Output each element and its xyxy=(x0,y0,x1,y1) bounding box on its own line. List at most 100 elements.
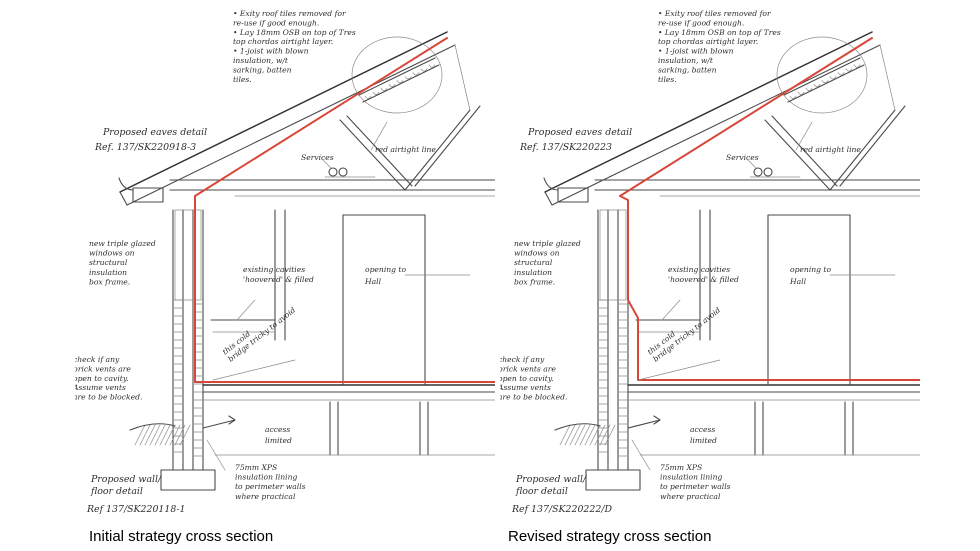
roof-detail-inset xyxy=(351,36,443,114)
wall-detail-title: Proposed wall/floor detail xyxy=(90,474,162,497)
xps-leader xyxy=(206,439,226,471)
vents-note-line: check if any xyxy=(75,355,120,364)
opening-note-line: opening to xyxy=(365,265,406,274)
window-box-frame xyxy=(599,209,627,301)
inset-insulation-loop xyxy=(837,72,845,76)
ground-hatch xyxy=(174,424,186,446)
ground-hatch xyxy=(589,424,601,446)
wall-detail-ref: Ref 137/SK220222/D xyxy=(511,504,612,515)
services-label: Services xyxy=(726,153,759,162)
window-note-line: structural xyxy=(514,258,553,267)
vents-note-line: brick vents are xyxy=(500,364,556,373)
roof-notes-line: tiles. xyxy=(658,75,677,84)
panel-caption: Initial strategy cross section xyxy=(89,528,274,545)
window-box-frame xyxy=(174,209,202,301)
panel-caption: Revised strategy cross section xyxy=(508,528,712,545)
truss-web xyxy=(346,115,413,187)
roof-detail-inset xyxy=(776,36,868,114)
opening-note: opening to Hall xyxy=(364,265,406,286)
roof-notes-line: • Lay 18mm OSB on top of Tres xyxy=(233,28,356,37)
xps-note-line: insulation lining xyxy=(235,473,297,482)
wall-footing xyxy=(160,469,216,491)
xps-note-line: insulation lining xyxy=(660,473,722,482)
rafter-top-line xyxy=(119,31,448,193)
roof-notes-line: • Exity roof tiles removed for xyxy=(658,9,771,18)
cavities-note-line: existing cavities xyxy=(243,265,305,274)
window-note-line: insulation xyxy=(514,268,552,277)
inset-insulation-loop xyxy=(853,64,861,68)
roof-notes-line: • Exity roof tiles removed for xyxy=(233,9,346,18)
ground-hatch xyxy=(574,424,586,446)
roof-notes-line: top chordas airtight layer. xyxy=(658,37,758,46)
ground-hatch xyxy=(584,424,596,446)
roof-notes-line: re-use if good enough. xyxy=(233,18,319,27)
rafter-bottom-line xyxy=(126,44,456,206)
access-note-line: limited xyxy=(690,436,717,445)
truss-web xyxy=(879,44,896,111)
airtight-leader xyxy=(795,121,813,151)
airtight-line xyxy=(194,37,495,383)
access-note-line: access xyxy=(690,425,715,434)
ground-line xyxy=(129,423,176,431)
inset-insulation-loop xyxy=(821,80,829,84)
vents-note-line: open to cavity. xyxy=(75,374,129,383)
wall-footing xyxy=(585,469,641,491)
wall-detail-title-line: Proposed wall/ xyxy=(515,474,587,485)
inset-insulation-loop xyxy=(829,76,837,80)
ground-hatch xyxy=(179,424,191,446)
ground-hatch xyxy=(604,424,616,446)
cavities-note: existing cavities'hoovered' & filled xyxy=(243,265,314,284)
inset-layer xyxy=(787,64,865,103)
service-pipe xyxy=(763,167,773,177)
gutter xyxy=(543,177,559,191)
bridge-leader xyxy=(637,359,721,381)
vents-note-line: open to cavity. xyxy=(500,374,554,383)
ground-hatch xyxy=(579,424,591,446)
ground-hatch xyxy=(139,424,151,446)
window-note-line: new triple glazed xyxy=(89,239,156,248)
window-note-line: new triple glazed xyxy=(514,239,581,248)
eaves-ref: Ref. 137/SK220223 xyxy=(519,142,612,153)
fascia-board xyxy=(132,187,164,203)
truss-web xyxy=(339,119,406,191)
service-pipe xyxy=(753,167,763,177)
cavities-note-line: existing cavities xyxy=(668,265,730,274)
cavities-leader xyxy=(236,299,256,321)
xps-note-line: to perimeter walls xyxy=(235,482,306,491)
inset-insulation-loop xyxy=(380,87,388,92)
window-note-line: box frame. xyxy=(514,277,555,286)
ground-hatch xyxy=(149,424,161,446)
inset-insulation-loop xyxy=(412,72,420,76)
vent-arrow-head xyxy=(228,415,236,425)
window-note-line: insulation xyxy=(89,268,127,277)
window-note-line: windows on xyxy=(89,249,135,258)
truss-web xyxy=(414,105,481,187)
cavities-note: existing cavities'hoovered' & filled xyxy=(668,265,739,284)
truss-web xyxy=(829,109,896,191)
access-note-line: access xyxy=(265,425,290,434)
services-leader xyxy=(747,159,757,169)
bridge-note: this coldbridge tricky to avoid xyxy=(221,298,298,363)
xps-note-line: 75mm XPS xyxy=(660,463,702,472)
wall-detail-ref: Ref 137/SK220118-1 xyxy=(86,504,185,515)
xps-leader xyxy=(631,439,651,471)
xps-note-line: where practical xyxy=(235,492,296,501)
truss-web xyxy=(771,115,838,187)
services-label: Services xyxy=(301,153,334,162)
inset-insulation-loop xyxy=(396,80,404,84)
roof-notes-line: insulation, w/t xyxy=(233,56,289,65)
vents-note-line: check if any xyxy=(500,355,545,364)
service-pipe xyxy=(338,167,348,177)
bridge-note-line: bridge tricky to avoid xyxy=(226,305,297,363)
rafter-bottom-line xyxy=(551,44,881,206)
opening-note-line: Hall xyxy=(364,277,382,286)
window-note-line: windows on xyxy=(514,249,560,258)
services-leader xyxy=(322,159,332,169)
inset-insulation-loop xyxy=(789,95,797,99)
vents-note-line: Assume vents xyxy=(75,383,126,392)
opening-note-line: opening to xyxy=(790,265,831,274)
